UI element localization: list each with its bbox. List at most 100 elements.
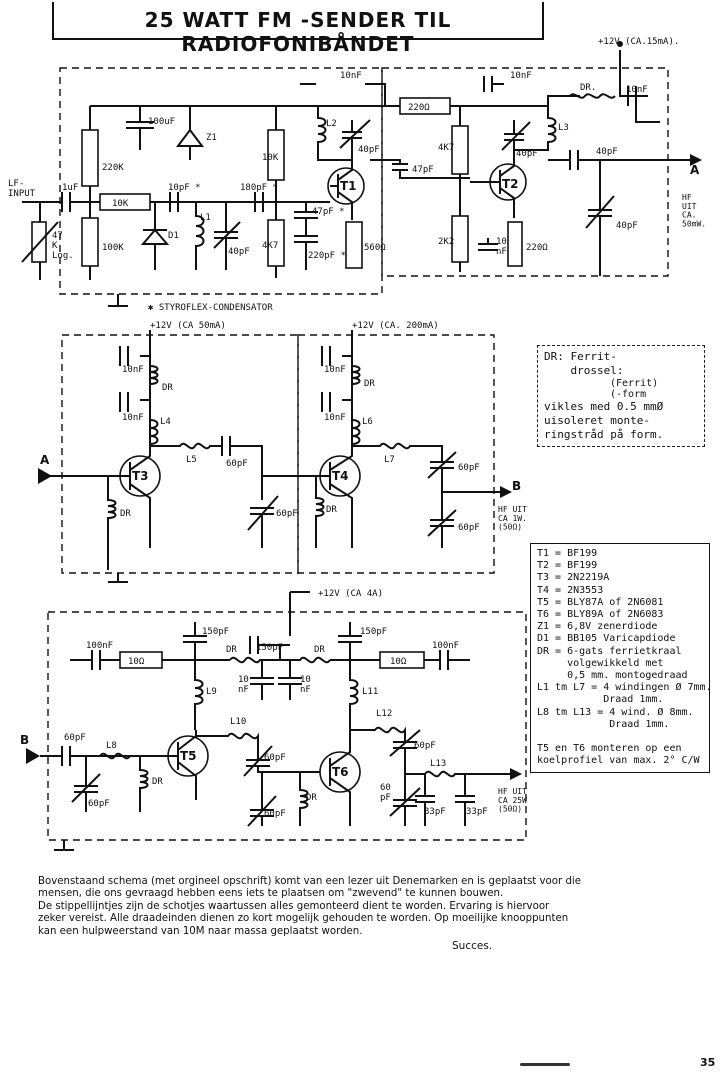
l13-label: L13 xyxy=(430,759,446,769)
t2-leads xyxy=(470,150,515,218)
c-150pf-3-label: 150pF xyxy=(360,627,387,637)
t3-leads xyxy=(40,446,151,548)
in-b-label: B xyxy=(20,733,29,747)
l3-label: L3 xyxy=(558,123,569,133)
dr-choke-s1 xyxy=(569,93,616,99)
t6-dr xyxy=(299,772,309,826)
c-60pf-s3-c xyxy=(389,760,421,826)
c-150pf-2-label: 150pF xyxy=(256,643,283,653)
t5-label: T5 xyxy=(180,749,197,763)
c-10nf-t2 xyxy=(478,238,498,251)
r-4k7-t2-label: 4K7 xyxy=(438,143,454,153)
legend-line: Draad 1mm. xyxy=(537,718,670,730)
c-60pf-s3-5-label: 60pF xyxy=(414,741,436,751)
description-paragraph: Bovenstaand schema (met orgineel opschri… xyxy=(38,876,698,938)
c-10nf-a-label: 10nF xyxy=(340,71,362,81)
l5-label: L5 xyxy=(186,455,197,465)
paragraph-line: zeker vereist. Alle draadeinden dienen z… xyxy=(38,913,569,925)
legend-line: koelprofiel van max. 2° C/W xyxy=(537,755,700,767)
s3-supply xyxy=(249,591,310,660)
stage2-labels: +12V (CA 50mA) +12V (CA. 200mA) 10nF 10n… xyxy=(40,321,527,533)
dr-t4-label: DR xyxy=(364,379,375,389)
c-60pf-s3-b xyxy=(247,772,277,827)
l2-label: L2 xyxy=(326,119,337,129)
dr-s3-b-label: DR xyxy=(314,645,325,655)
dr-t3-label: DR xyxy=(162,383,173,393)
c-10nf-2-label: 10nF xyxy=(122,413,144,423)
r-220-t2 xyxy=(507,221,523,267)
t3-supply xyxy=(119,330,151,450)
legend-line: T2 = BF199 xyxy=(537,560,598,572)
l7-c60 xyxy=(352,442,457,548)
l12-c60 xyxy=(350,726,421,760)
t3-dr xyxy=(149,365,159,385)
out-a-label: A xyxy=(690,163,700,177)
t4-label: T4 xyxy=(332,469,349,483)
c-40pf-d-label: 40pF xyxy=(596,147,618,157)
l8-label: L8 xyxy=(106,741,117,751)
stage1-shield-right xyxy=(381,67,669,277)
c-10nf-s3 xyxy=(250,660,302,700)
page-title: 25 WATT FM -SENDER TIL RADIOFONIBÅNDET xyxy=(144,8,452,56)
r-10-r-body xyxy=(379,651,425,669)
out-b-label: B xyxy=(512,479,521,493)
ground-s3 xyxy=(54,840,74,851)
title-box: 25 WATT FM -SENDER TIL RADIOFONIBÅNDET xyxy=(52,2,544,56)
legend-line: L1 tm L7 = 4 windingen Ø 7mm. xyxy=(537,682,712,694)
c-100nf-l-label: 100nF xyxy=(86,641,113,651)
dr-note: DR: Ferrit- drossel: (Ferrit) (-form vik… xyxy=(537,345,705,447)
legend-line: T6 = BLY89A of 2N6083 xyxy=(537,609,664,621)
legend-line: L8 tm L13 = 4 wind. Ø 8mm. xyxy=(537,706,694,718)
r-10-l-label: 10Ω xyxy=(128,657,145,667)
stage1-shield-left xyxy=(59,67,383,295)
legend-line: T1 = BF199 xyxy=(537,548,598,559)
c-100nf-r-label: 100nF xyxy=(432,641,459,651)
c-47pf-label: 47pF * xyxy=(312,207,345,217)
c-150pf-top xyxy=(183,622,362,660)
lf-pot-arrow xyxy=(21,221,59,263)
scribble-mark xyxy=(520,1063,570,1066)
legend-line: DR = 6-gats ferrietkraal xyxy=(537,645,682,657)
coil-l4 xyxy=(149,419,159,445)
t3-label: T3 xyxy=(132,469,149,483)
c-60pf-2-label: 60pF xyxy=(276,509,298,519)
t4-leads xyxy=(262,446,353,548)
coil-l1 xyxy=(195,202,205,270)
t6-leads xyxy=(329,740,351,826)
dr-t4-bias-label: DR xyxy=(326,505,337,515)
c-47pf-coupling xyxy=(370,159,470,179)
c-220pf-label: 220pF * xyxy=(308,251,346,261)
supply-t4-label: +12V (CA. 200mA) xyxy=(352,321,439,331)
input-a-arrow xyxy=(38,468,52,484)
c-150pf-1-label: 150pF xyxy=(202,627,229,637)
paragraph-line: De stippellijntjes zijn de schotjes waar… xyxy=(38,900,550,912)
legend-line: Draad 1mm. xyxy=(537,694,664,706)
c-10nf-d-label: 10nF xyxy=(626,85,648,95)
r-bias-label: 10K xyxy=(112,199,129,209)
c-40pf-shunt-label: 40pF xyxy=(616,221,638,231)
r-10-r-label: 10Ω xyxy=(390,657,407,667)
coil-l3 xyxy=(514,106,557,151)
legend-line: D1 = BB105 Varicapdiode xyxy=(537,633,676,645)
c-1uf-label: 1uF xyxy=(62,183,78,193)
t1-leads xyxy=(330,160,353,220)
c-60pf-1-label: 60pF xyxy=(226,459,248,469)
d1-varicap xyxy=(140,202,170,270)
r-2k2-t2 xyxy=(451,215,469,263)
legend-line: T4 = 2N3553 xyxy=(537,584,604,596)
d1-label: D1 xyxy=(168,231,179,241)
legend-line: T3 = 2N2219A xyxy=(537,572,610,584)
c-40pf-a-label: 40pF xyxy=(228,247,250,257)
stage3-labels: +12V (CA 4A) 100nF 100nF 10Ω 10Ω 150pF 1… xyxy=(20,589,527,819)
l10-c60 xyxy=(196,732,342,777)
s3-supply-label: +12V (CA 4A) xyxy=(318,589,383,599)
coil-l2 xyxy=(317,106,352,161)
dr-s3-d-label: DR xyxy=(306,793,317,803)
t1-label: T1 xyxy=(340,179,357,193)
c-40pf-a xyxy=(213,202,241,270)
